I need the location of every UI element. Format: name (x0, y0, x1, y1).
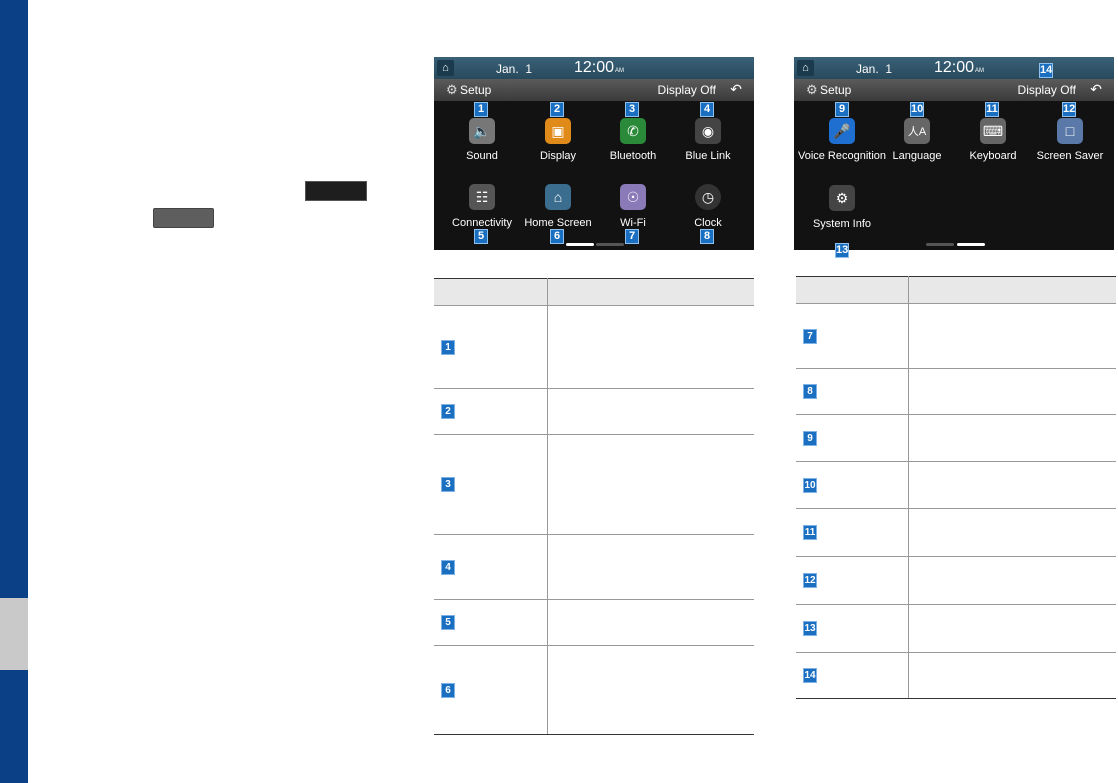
callout-badge: 13 (835, 243, 849, 258)
table-header (796, 276, 1116, 304)
clock-icon[interactable]: ◷ (695, 184, 721, 210)
bluetooth-phone-icon[interactable]: ✆ (620, 118, 646, 144)
setting-label-blue-link: Blue Link (685, 150, 731, 162)
microphone-icon[interactable]: 🎤 (829, 118, 855, 144)
language-icon[interactable]: 人A (904, 118, 930, 144)
status-bar: ⌂ Jan. 1 12:00AM 14 (794, 57, 1114, 79)
back-icon[interactable]: ↶ (1090, 81, 1102, 97)
back-icon[interactable]: ↶ (730, 81, 742, 97)
home-icon[interactable]: ⌂ (797, 60, 814, 76)
status-bar: ⌂ Jan. 1 12:00AM (434, 57, 754, 79)
setting-label-wifi: Wi-Fi (620, 217, 646, 229)
table-row: 5 (434, 599, 754, 646)
dark-key-button[interactable] (305, 181, 367, 201)
picture-icon[interactable]: ▣ (545, 118, 571, 144)
wifi-icon[interactable]: ☉ (620, 184, 646, 210)
date-label: Jan. 1 (856, 62, 893, 76)
table-row: 7 (796, 303, 1116, 369)
callout-badge: 14 (1039, 63, 1053, 78)
callout-badge: 9 (835, 102, 849, 117)
setting-label-display: Display (539, 150, 577, 162)
setting-label-connectivity: Connectivity (452, 217, 512, 229)
table-row: 3 (434, 434, 754, 535)
title-bar: ⚙ Setup Display Off ↶ (434, 79, 754, 101)
system-info-icon[interactable]: ⚙ (829, 185, 855, 211)
setting-label-sound: Sound (466, 150, 498, 162)
connectivity-icon[interactable]: ☷ (469, 184, 495, 210)
callout-badge: 2 (550, 102, 564, 117)
setting-label-screen-saver: Screen Saver (1036, 150, 1104, 162)
setting-label-system-info: System Info (812, 218, 872, 230)
screen-title: Setup (820, 83, 852, 97)
page-indicator-active (566, 243, 594, 246)
page-indicator-active (957, 243, 985, 246)
home-icon[interactable]: ⌂ (437, 60, 454, 76)
settings-table-left: 1 2 3 4 5 6 (434, 278, 754, 735)
callout-badge: 1 (474, 102, 488, 117)
title-bar: ⚙ Setup Display Off ↶ (794, 79, 1114, 101)
display-off-button[interactable]: Display Off (657, 83, 716, 97)
callout-badge: 5 (474, 229, 488, 244)
keyboard-icon[interactable]: ⌨ (980, 118, 1006, 144)
table-row: 9 (796, 414, 1116, 462)
callout-badge: 7 (625, 229, 639, 244)
table-row: 13 (796, 604, 1116, 653)
table-row: 10 (796, 461, 1116, 509)
setup-screen-page-1: ⌂ Jan. 1 12:00AM ⚙ Setup Display Off ↶ 1… (434, 57, 754, 250)
table-row: 2 (434, 388, 754, 435)
table-row: 12 (796, 556, 1116, 605)
setting-label-keyboard: Keyboard (969, 150, 1017, 162)
setting-label-clock: Clock (694, 217, 722, 229)
page-indicator[interactable] (596, 243, 624, 246)
callout-badge: 4 (700, 102, 714, 117)
time-label: 12:00AM (934, 59, 985, 76)
house-icon[interactable]: ⌂ (545, 184, 571, 210)
table-row: 8 (796, 368, 1116, 415)
table-row: 6 (434, 645, 754, 735)
table-header (434, 278, 754, 306)
table-row: 4 (434, 534, 754, 600)
time-label: 12:00AM (574, 59, 625, 76)
callout-badge: 11 (985, 102, 999, 117)
gear-icon: ⚙ (446, 82, 458, 97)
settings-table-right: 7 8 9 10 11 12 13 14 (796, 276, 1116, 699)
callout-badge: 6 (550, 229, 564, 244)
callout-badge: 8 (700, 229, 714, 244)
display-off-button[interactable]: Display Off (1017, 83, 1076, 97)
setting-label-bluetooth: Bluetooth (609, 150, 657, 162)
speaker-icon[interactable]: 🔈 (469, 118, 495, 144)
setting-label-voice-recognition: Voice Recognition (797, 150, 887, 162)
setup-screen-page-2: ⌂ Jan. 1 12:00AM 14 ⚙ Setup Display Off … (794, 57, 1114, 250)
callout-badge: 10 (910, 102, 924, 117)
section-tab (0, 598, 28, 670)
monitor-icon[interactable]: □ (1057, 118, 1083, 144)
setting-label-language: Language (892, 150, 942, 162)
gear-icon: ⚙ (806, 82, 818, 97)
screen-title: Setup (460, 83, 492, 97)
callout-badge: 12 (1062, 102, 1076, 117)
date-label: Jan. 1 (496, 62, 533, 76)
callout-badge: 3 (625, 102, 639, 117)
gray-key-button[interactable] (153, 208, 214, 228)
setting-label-home-screen: Home Screen (524, 217, 592, 229)
page-indicator[interactable] (926, 243, 954, 246)
table-row: 1 (434, 305, 754, 389)
table-row: 14 (796, 652, 1116, 699)
blue-link-icon[interactable]: ◉ (695, 118, 721, 144)
table-row: 11 (796, 508, 1116, 557)
